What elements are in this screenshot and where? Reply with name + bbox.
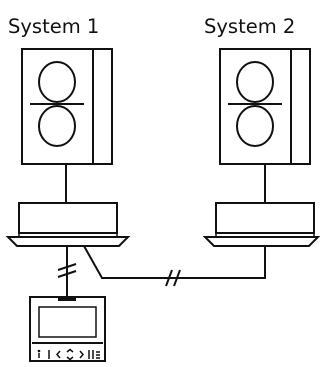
controller-wiring <box>57 246 77 297</box>
wired-remote-controller-icon <box>29 296 106 362</box>
indoor-unit-2-icon <box>202 202 320 247</box>
system-1-label: System 1 <box>8 15 99 38</box>
outdoor-unit-1-icon <box>21 48 113 165</box>
system-2-label: System 2 <box>204 15 295 38</box>
indoor-unit-1-icon <box>5 202 131 247</box>
outdoor-unit-2-icon <box>219 48 311 165</box>
inter-unit-wiring <box>83 245 266 287</box>
